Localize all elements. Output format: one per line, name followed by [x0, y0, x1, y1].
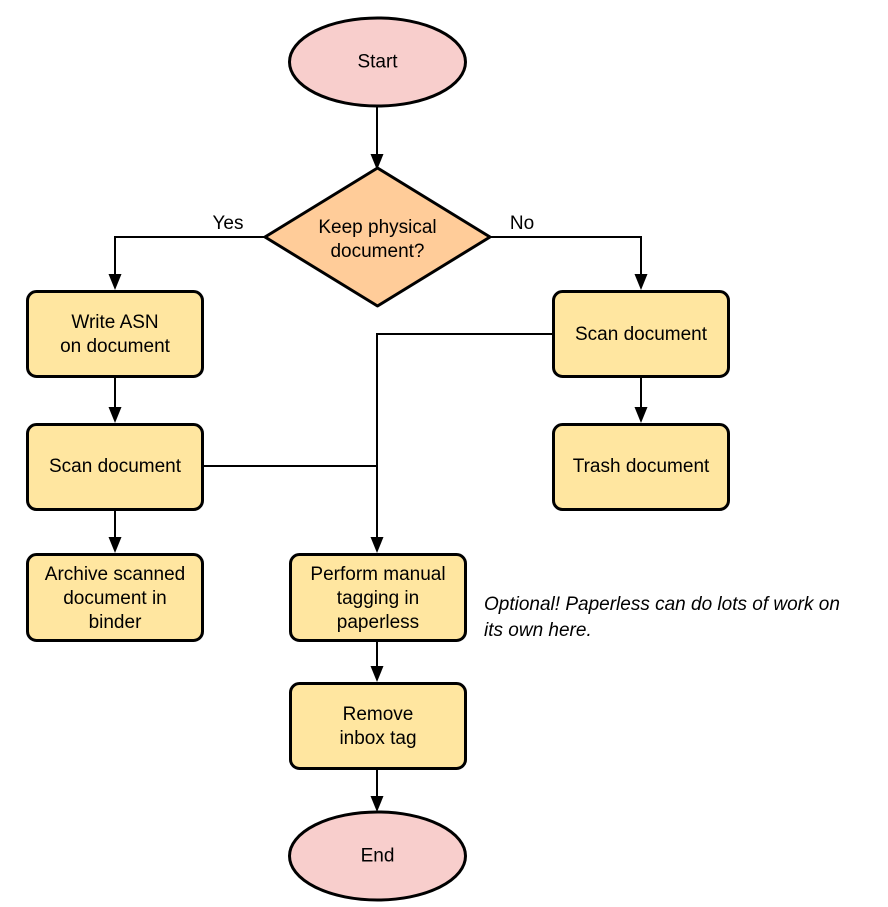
arrowhead-icon — [370, 666, 384, 682]
node-trash-document-label: Trash document — [573, 456, 710, 477]
edge-line — [490, 236, 642, 280]
arrowhead-icon — [634, 407, 648, 423]
node-manual-tagging-line3: paperless — [337, 612, 419, 633]
end-ellipse[interactable] — [288, 810, 467, 902]
node-write-asn-line2: on document — [60, 336, 171, 357]
process-box[interactable] — [289, 553, 467, 642]
node-write-asn[interactable]: Write ASN on document — [26, 290, 204, 378]
node-manual-tagging-line2: tagging in — [337, 588, 419, 609]
annotation-optional-note: Optional! Paperless can do lots of work … — [484, 594, 840, 641]
node-archive-binder-line1: Archive scanned — [45, 564, 185, 585]
arrowhead-icon — [108, 537, 122, 553]
edge-line — [376, 333, 552, 543]
node-trash-document[interactable]: Trash document — [552, 423, 730, 511]
annotation-line2: its own here. — [484, 620, 592, 641]
edge-decision-no-to-scan-right — [490, 236, 648, 290]
node-write-asn-line1: Write ASN — [71, 312, 158, 333]
node-end-label: End — [361, 846, 395, 867]
node-archive-binder-line3: binder — [89, 612, 142, 633]
edge-write-asn-to-scan-left — [108, 378, 122, 423]
process-box[interactable] — [289, 682, 467, 770]
start-ellipse[interactable] — [288, 16, 467, 108]
edge-start-to-decision — [370, 106, 384, 170]
node-scan-document-right-label: Scan document — [575, 324, 708, 345]
arrowhead-icon — [370, 154, 384, 170]
node-start-label: Start — [357, 52, 398, 73]
process-box[interactable] — [26, 290, 204, 378]
arrowhead-icon — [370, 537, 384, 553]
edge-label-no: No — [510, 213, 534, 234]
node-manual-tagging-line1: Perform manual — [310, 564, 445, 585]
edge-scan-right-to-manual-tagging — [370, 333, 552, 553]
node-scan-document-left[interactable]: Scan document — [26, 423, 204, 511]
node-end[interactable]: End — [288, 810, 467, 902]
edge-decision-yes-to-write-asn — [108, 236, 265, 290]
node-remove-inbox-tag-line1: Remove — [343, 704, 414, 725]
node-scan-document-left-label: Scan document — [49, 456, 182, 477]
edge-manual-tagging-to-remove-inbox — [370, 642, 384, 682]
edge-label-yes: Yes — [213, 213, 244, 234]
node-manual-tagging[interactable]: Perform manual tagging in paperless — [289, 553, 467, 642]
node-remove-inbox-tag-line2: inbox tag — [339, 728, 416, 749]
decision-diamond[interactable] — [263, 166, 492, 308]
process-box[interactable] — [552, 423, 730, 511]
node-scan-document-right[interactable]: Scan document — [552, 290, 730, 378]
node-archive-binder[interactable]: Archive scanned document in binder — [26, 553, 204, 642]
edge-line — [114, 236, 265, 280]
node-keep-physical-line2: document? — [330, 241, 424, 262]
node-archive-binder-line2: document in — [63, 588, 167, 609]
edge-scan-left-to-archive — [108, 511, 122, 553]
process-box[interactable] — [26, 423, 204, 511]
edge-remove-inbox-to-end — [370, 770, 384, 812]
arrowhead-icon — [370, 796, 384, 812]
edge-scan-right-to-trash — [634, 378, 648, 423]
node-keep-physical-document[interactable]: Keep physical document? — [263, 166, 492, 308]
arrowhead-icon — [108, 407, 122, 423]
process-box[interactable] — [552, 290, 730, 378]
node-keep-physical-line1: Keep physical — [318, 217, 436, 238]
process-box[interactable] — [26, 553, 204, 642]
node-remove-inbox-tag[interactable]: Remove inbox tag — [289, 682, 467, 770]
annotation-line1: Optional! Paperless can do lots of work … — [484, 594, 840, 615]
node-start[interactable]: Start — [288, 16, 467, 108]
arrowhead-icon — [108, 274, 122, 290]
arrowhead-icon — [634, 274, 648, 290]
